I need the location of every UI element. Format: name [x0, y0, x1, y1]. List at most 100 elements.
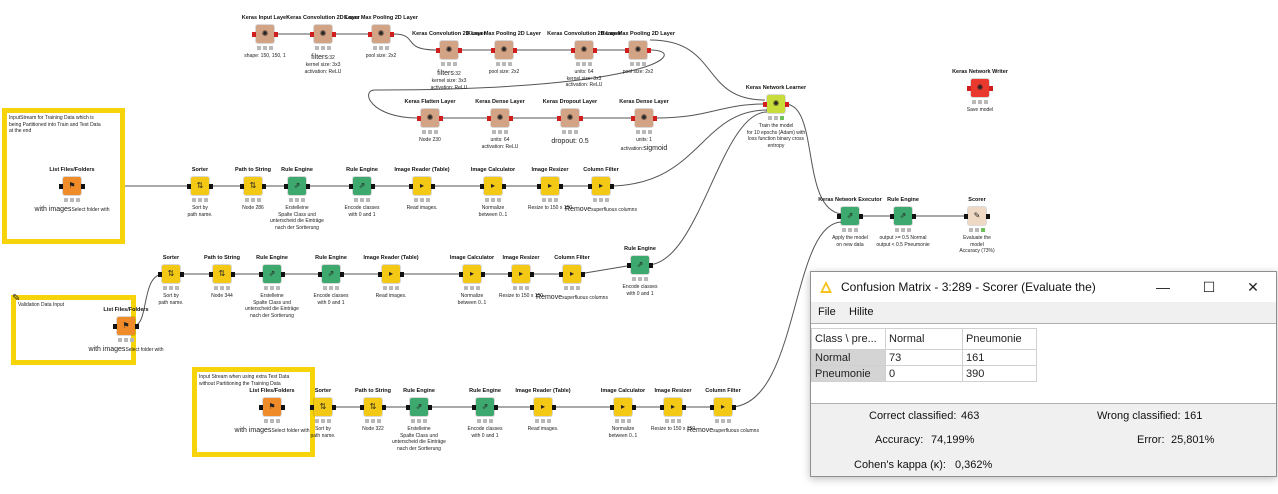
in-port[interactable] [491, 48, 495, 53]
in-port[interactable] [240, 184, 244, 189]
workflow-node[interactable]: Rule Engine⇗Encode classes with 0 and 1 [597, 229, 683, 321]
workflow-node[interactable]: Image Calculator▸Normalize between 0..1 [429, 238, 515, 330]
in-port[interactable] [406, 405, 410, 410]
out-port[interactable] [431, 184, 435, 189]
workflow-node[interactable]: Keras Dense Layer✺units: 64 activation: … [457, 82, 543, 174]
row-header-pneumonie[interactable]: Pneumonie [811, 365, 886, 382]
workflow-node[interactable]: Image Calculator▸Normalize between 0..1 [580, 371, 666, 463]
node-icon[interactable]: ⚑ [63, 177, 81, 195]
menu-hilite[interactable]: Hilite [849, 306, 874, 318]
out-port[interactable] [371, 184, 375, 189]
node-icon[interactable]: ⚑ [117, 317, 135, 335]
out-port[interactable] [581, 272, 585, 277]
in-port[interactable] [187, 184, 191, 189]
out-port[interactable] [340, 272, 344, 277]
in-port[interactable] [158, 272, 162, 277]
node-icon[interactable]: ▸ [463, 265, 481, 283]
out-port[interactable] [632, 405, 636, 410]
in-port[interactable] [631, 116, 635, 121]
workflow-node[interactable]: Image Reader (Table)▸Read images. [500, 371, 586, 463]
annotation-validation-input[interactable]: Validation Data Input [11, 295, 136, 365]
out-port[interactable] [502, 184, 506, 189]
out-port[interactable] [559, 184, 563, 189]
out-port[interactable] [989, 86, 993, 91]
workflow-node[interactable]: Keras Dropout Layer✺dropout: 0.5 [527, 82, 613, 174]
in-port[interactable] [610, 405, 614, 410]
annotation-training-input[interactable]: InputStream for Training Data which is b… [2, 108, 125, 244]
node-icon[interactable]: ⇗ [841, 207, 859, 225]
node-icon[interactable]: ✺ [495, 41, 513, 59]
menu-file[interactable]: File [818, 306, 836, 318]
in-port[interactable] [508, 272, 512, 277]
node-icon[interactable]: ✎ [968, 207, 986, 225]
out-port[interactable] [332, 32, 336, 37]
workflow-node[interactable]: Keras Network Executor⇗Apply the model o… [807, 180, 893, 272]
column-header-normal[interactable]: Normal [885, 328, 963, 350]
in-port[interactable] [360, 405, 364, 410]
out-port[interactable] [610, 184, 614, 189]
node-icon[interactable]: ✺ [575, 41, 593, 59]
row-header-normal[interactable]: Normal [811, 349, 886, 366]
node-icon[interactable]: ✺ [767, 95, 785, 113]
in-port[interactable] [571, 48, 575, 53]
node-icon[interactable]: ✺ [256, 25, 274, 43]
workflow-node[interactable]: Sorter⇅Sort by path name. [280, 371, 366, 463]
workflow-node[interactable]: Path to String⇅Node 286 [210, 150, 296, 242]
in-port[interactable] [627, 263, 631, 268]
out-port[interactable] [785, 102, 789, 107]
node-icon[interactable]: ▸ [664, 398, 682, 416]
workflow-node[interactable]: Scorer✎Evaluate the model Accuracy (73%) [934, 180, 1020, 272]
node-icon[interactable]: ⇅ [191, 177, 209, 195]
dialog-titlebar[interactable]: Confusion Matrix - 3:289 - Scorer (Evalu… [811, 272, 1276, 302]
in-port[interactable] [480, 184, 484, 189]
out-port[interactable] [986, 214, 990, 219]
node-icon[interactable]: ⇗ [476, 398, 494, 416]
workflow-node[interactable]: List Files/Folders⚑with imagesSelect fol… [229, 371, 315, 463]
out-port[interactable] [530, 272, 534, 277]
out-port[interactable] [332, 405, 336, 410]
out-port[interactable] [481, 272, 485, 277]
in-port[interactable] [349, 184, 353, 189]
workflow-node[interactable]: Sorter⇅Sort by path name. [157, 150, 243, 242]
node-icon[interactable]: ▸ [592, 177, 610, 195]
in-port[interactable] [530, 405, 534, 410]
in-port[interactable] [209, 272, 213, 277]
in-port[interactable] [660, 405, 664, 410]
node-icon[interactable]: ⇗ [288, 177, 306, 195]
out-port[interactable] [552, 405, 556, 410]
out-port[interactable] [209, 184, 213, 189]
table-cell[interactable]: 0 [885, 365, 963, 382]
node-icon[interactable]: ▸ [413, 177, 431, 195]
node-icon[interactable]: ⇅ [162, 265, 180, 283]
out-port[interactable] [81, 184, 85, 189]
workflow-node[interactable]: Sorter⇅Sort by path name. [128, 238, 214, 330]
node-icon[interactable]: ✺ [971, 79, 989, 97]
in-port[interactable] [59, 184, 63, 189]
workflow-node[interactable]: Column Filter▸Removesuperfluous columns [529, 238, 615, 330]
table-cell[interactable]: 161 [962, 349, 1037, 366]
node-icon[interactable]: ✺ [491, 109, 509, 127]
in-port[interactable] [310, 405, 314, 410]
workflow-node[interactable]: Image Resizer▸Resize to 150 x 150 [630, 371, 716, 463]
in-port[interactable] [625, 48, 629, 53]
table-corner-header[interactable]: Class \ pre... [811, 328, 886, 350]
workflow-node[interactable]: Keras Flatten Layer✺Node 230 [387, 82, 473, 174]
node-icon[interactable]: ✺ [440, 41, 458, 59]
column-header-pneumonie[interactable]: Pneumonie [962, 328, 1037, 350]
workflow-node[interactable]: Rule Engine⇗Encode classes with 0 and 1 [288, 238, 374, 330]
node-icon[interactable]: ⇗ [353, 177, 371, 195]
workflow-node[interactable]: Keras Max Pooling 2D Layer✺pool size: 2x… [595, 14, 681, 106]
in-port[interactable] [559, 272, 563, 277]
workflow-node[interactable]: Image Reader (Table)▸Read images. [379, 150, 465, 242]
in-port[interactable] [967, 86, 971, 91]
out-port[interactable] [135, 324, 139, 329]
workflow-node[interactable]: Column Filter▸Removesuperfluous columns [558, 150, 644, 242]
workflow-node[interactable]: Image Reader (Table)▸Read images. [348, 238, 434, 330]
in-port[interactable] [763, 102, 767, 107]
out-port[interactable] [390, 32, 394, 37]
node-icon[interactable]: ✺ [629, 41, 647, 59]
out-port[interactable] [653, 116, 657, 121]
in-port[interactable] [472, 405, 476, 410]
node-icon[interactable]: ▸ [484, 177, 502, 195]
workflow-node[interactable]: List Files/Folders⚑with imagesSelect fol… [29, 150, 115, 242]
